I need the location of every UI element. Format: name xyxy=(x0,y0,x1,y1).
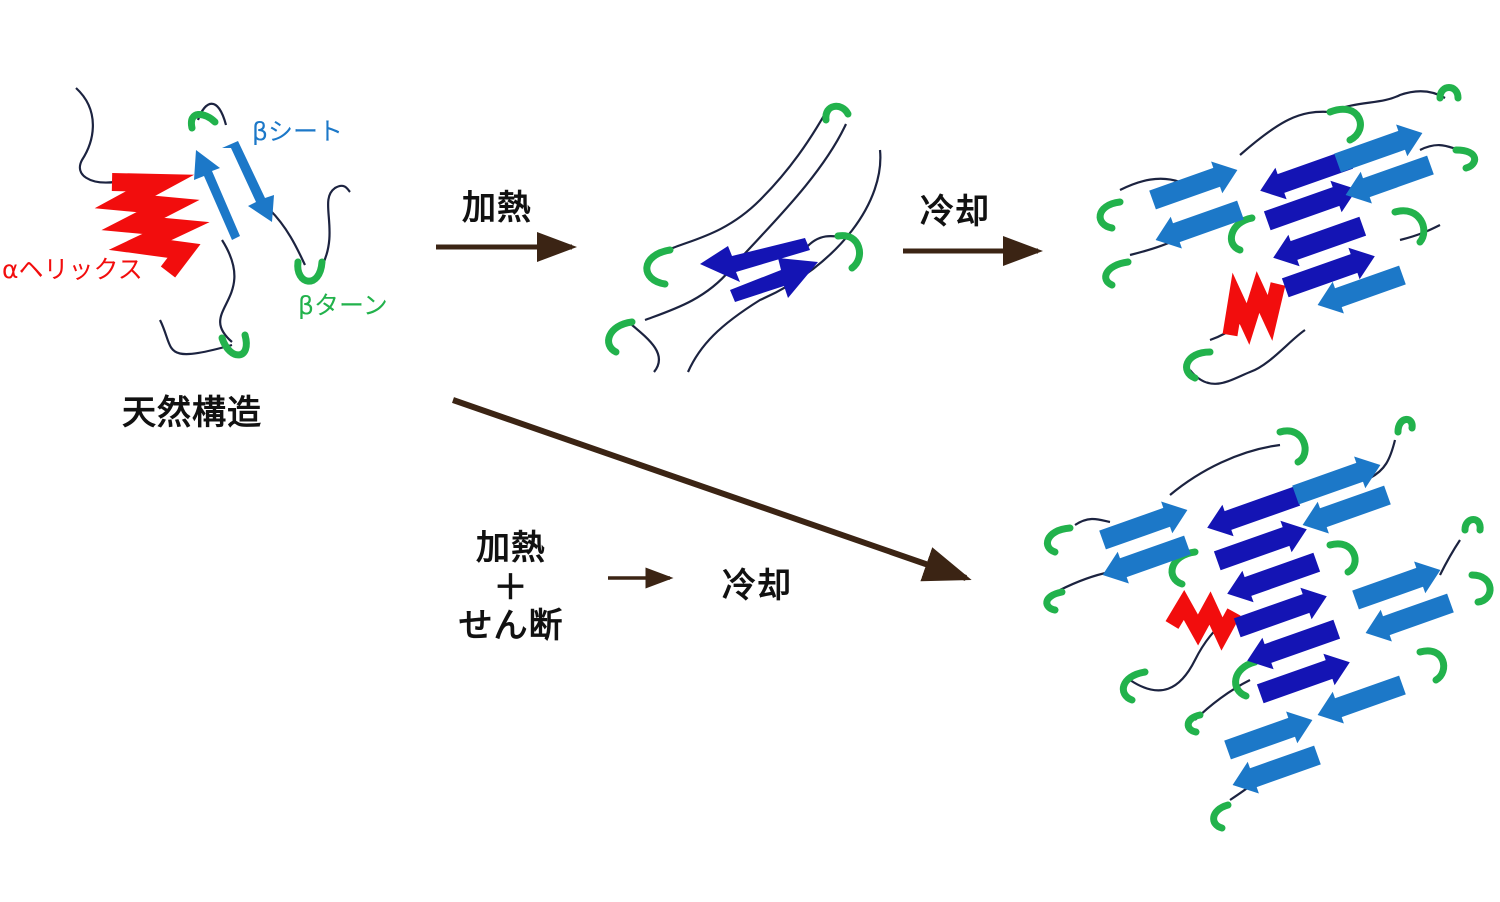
random-coil xyxy=(1119,177,1181,191)
beta-strand-arrow xyxy=(1281,247,1375,298)
random-coil xyxy=(321,184,351,267)
beta-strand-arrow xyxy=(700,238,810,282)
beta-strand-arrow xyxy=(1227,552,1321,603)
random-coil xyxy=(686,149,882,373)
cool-label: 冷却 xyxy=(920,192,990,232)
beta-strand-arrow xyxy=(1224,711,1313,760)
random-coil xyxy=(1059,570,1111,591)
beta-strand-arrow xyxy=(1365,593,1454,642)
beta-turn xyxy=(1436,84,1462,102)
beta-strand-arrow xyxy=(194,150,248,240)
beta-strand-arrow xyxy=(1345,155,1434,204)
beta-turn xyxy=(1210,801,1232,832)
beta-turn xyxy=(187,111,219,132)
beta-strand-arrow xyxy=(1292,456,1381,505)
random-coil xyxy=(1369,439,1397,479)
beta-turn xyxy=(1468,571,1494,606)
denatured-structure xyxy=(605,102,882,373)
alpha-helix xyxy=(1222,271,1286,345)
random-coil xyxy=(667,111,827,252)
beta-strand-arrow xyxy=(1213,520,1307,571)
alpha-helix xyxy=(94,173,210,278)
beta-turn xyxy=(294,258,326,285)
beta-strand-arrow xyxy=(1334,124,1423,173)
cool-label-2: 冷却 xyxy=(722,566,792,606)
random-coil xyxy=(631,324,661,373)
random-coil xyxy=(1189,329,1306,385)
beta-turn xyxy=(1044,524,1074,556)
beta-turn xyxy=(1394,416,1416,436)
beta-turn-label: βターン xyxy=(298,291,388,320)
native-structure-label: 天然構造 xyxy=(122,393,262,433)
beta-turn xyxy=(1096,198,1124,232)
heat-shear-label-shear: せん断 xyxy=(458,606,564,646)
beta-strand-arrow xyxy=(222,141,274,222)
beta-turn xyxy=(1183,348,1214,382)
beta-strand-arrow xyxy=(1352,561,1441,610)
random-coil xyxy=(1439,539,1461,576)
beta-strand-arrow xyxy=(1149,161,1238,210)
beta-strand-arrow xyxy=(1263,180,1357,231)
beta-strand-arrow xyxy=(1256,653,1350,704)
beta-strand-arrow xyxy=(1207,486,1301,537)
beta-strand-arrow xyxy=(1317,265,1406,314)
random-coil xyxy=(219,239,236,343)
beta-turn xyxy=(1119,668,1149,704)
beta-strand-arrow xyxy=(1302,485,1391,534)
beta-strand-arrow xyxy=(1102,535,1191,584)
aggregate-heat-cool xyxy=(1096,84,1478,385)
random-coil xyxy=(159,319,233,356)
beta-turn xyxy=(1452,146,1478,172)
diagonal-arrow xyxy=(452,397,972,582)
beta-strand-arrow xyxy=(1099,501,1188,550)
random-coil xyxy=(269,209,306,266)
heat-shear-label-heat: 加熱 xyxy=(476,528,546,568)
beta-turn xyxy=(1461,516,1484,534)
random-coil xyxy=(1239,90,1446,156)
beta-strand-arrow xyxy=(1247,619,1341,670)
beta-turn xyxy=(1102,258,1132,289)
random-coil xyxy=(1129,619,1226,692)
beta-strand-arrow xyxy=(730,258,818,302)
random-coil xyxy=(75,87,116,184)
beta-strand-arrow xyxy=(1317,675,1406,724)
alpha-helix-label: αヘリックス xyxy=(2,255,143,284)
beta-turn xyxy=(1326,540,1359,576)
beta-strand-arrow xyxy=(1260,149,1354,200)
beta-turn xyxy=(1416,647,1448,684)
beta-strand-arrow xyxy=(1232,745,1321,794)
beta-turn xyxy=(834,232,863,272)
beta-turn xyxy=(1276,427,1309,466)
native-structure xyxy=(75,87,351,359)
beta-turn xyxy=(643,246,674,288)
heat-label: 加熱 xyxy=(462,188,532,228)
beta-strand-arrow xyxy=(1233,587,1327,638)
heat-shear-label-plus: ＋ xyxy=(493,568,529,608)
beta-sheet-label: βシート xyxy=(252,117,343,146)
aggregate-heat-shear-cool xyxy=(1043,416,1494,832)
random-coil xyxy=(1074,517,1111,526)
beta-turn xyxy=(1043,588,1066,614)
random-coil xyxy=(1169,443,1281,496)
beta-turn xyxy=(218,331,250,359)
beta-strand-arrow xyxy=(1273,216,1367,267)
beta-turn xyxy=(1227,214,1256,254)
beta-turn xyxy=(1391,207,1428,246)
alpha-helix xyxy=(1165,590,1241,651)
beta-turn xyxy=(605,318,636,356)
beta-turn xyxy=(1184,711,1204,736)
beta-strand-arrow xyxy=(1155,200,1244,249)
beta-turn xyxy=(822,102,852,124)
beta-turn xyxy=(1232,658,1259,700)
beta-turn xyxy=(1326,105,1364,144)
